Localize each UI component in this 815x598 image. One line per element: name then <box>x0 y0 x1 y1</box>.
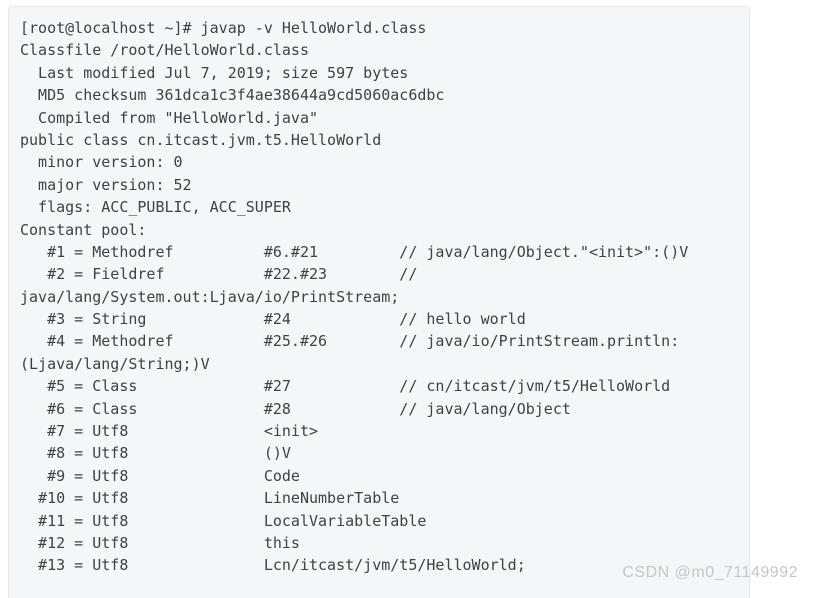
terminal-line: #11 = Utf8 LocalVariableTable <box>20 511 427 530</box>
terminal-line: #7 = Utf8 <init> <box>20 422 319 441</box>
terminal-line: public class cn.itcast.jvm.t5.HelloWorld <box>20 130 382 149</box>
terminal-line: #2 = Fieldref #22.#23 // <box>20 265 418 284</box>
terminal-line: #1 = Methodref #6.#21 // java/lang/Objec… <box>20 242 689 261</box>
terminal-line: flags: ACC_PUBLIC, ACC_SUPER <box>20 198 291 217</box>
terminal-output-block: [root@localhost ~]# javap -v HelloWorld.… <box>8 6 750 598</box>
terminal-line: #5 = Class #27 // cn/itcast/jvm/t5/Hello… <box>20 377 671 396</box>
terminal-line: #3 = String #24 // hello world <box>20 310 526 329</box>
terminal-line: #6 = Class #28 // java/lang/Object <box>20 399 571 418</box>
javap-output: [root@localhost ~]# javap -v HelloWorld.… <box>20 17 738 577</box>
terminal-line: major version: 52 <box>20 175 192 194</box>
terminal-line: Constant pool: <box>20 220 147 239</box>
terminal-line: Classfile /root/HelloWorld.class <box>20 41 309 60</box>
terminal-line: java/lang/System.out:Ljava/io/PrintStrea… <box>20 287 400 306</box>
terminal-line: #10 = Utf8 LineNumberTable <box>20 489 400 508</box>
terminal-line: #9 = Utf8 Code <box>20 466 300 485</box>
terminal-line: #12 = Utf8 this <box>20 533 300 552</box>
terminal-line: #13 = Utf8 Lcn/itcast/jvm/t5/HelloWorld; <box>20 556 526 575</box>
terminal-line: MD5 checksum 361dca1c3f4ae38644a9cd5060a… <box>20 86 445 105</box>
terminal-line: Last modified Jul 7, 2019; size 597 byte… <box>20 63 409 82</box>
terminal-line: #4 = Methodref #25.#26 // java/io/PrintS… <box>20 332 680 351</box>
terminal-line: (Ljava/lang/String;)V <box>20 354 210 373</box>
terminal-line: Compiled from "HelloWorld.java" <box>20 108 319 127</box>
terminal-line: [root@localhost ~]# javap -v HelloWorld.… <box>20 19 427 37</box>
terminal-line: #8 = Utf8 ()V <box>20 444 291 463</box>
terminal-line: minor version: 0 <box>20 153 183 172</box>
